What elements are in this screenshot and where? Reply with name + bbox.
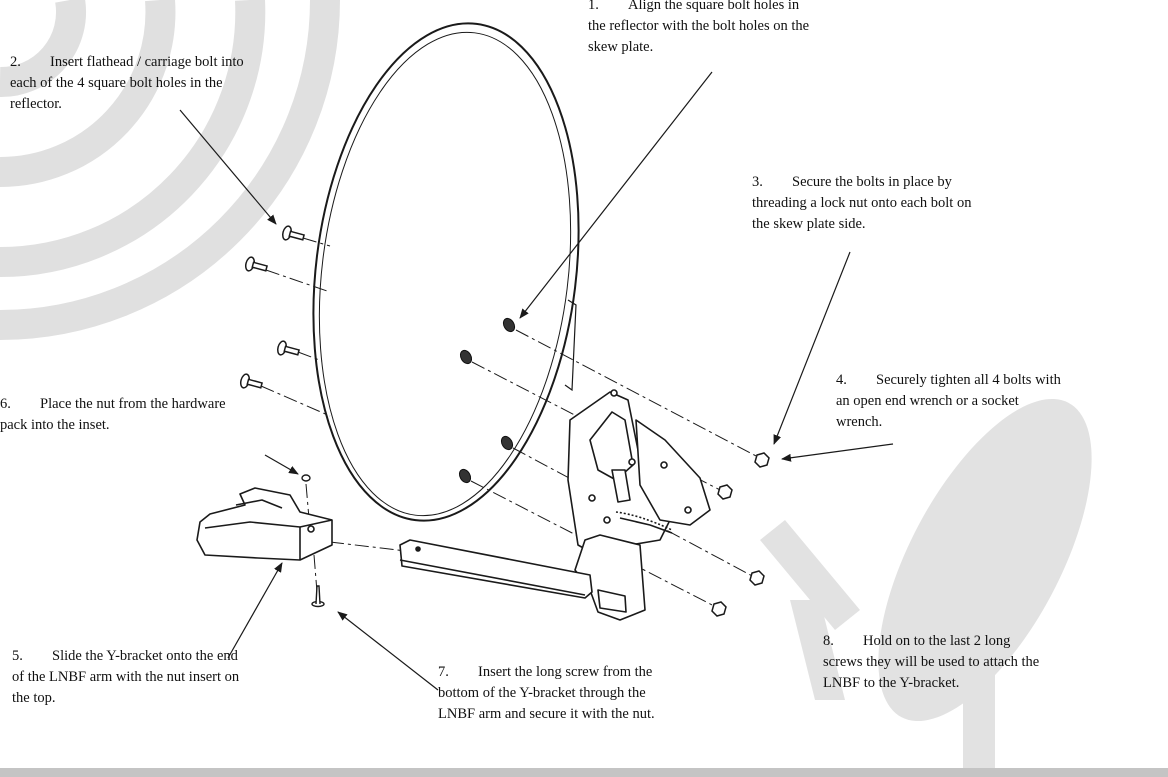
step-text: Secure the bolts in place by threading a… <box>752 174 972 232</box>
step-text: Insert flathead / carriage bolt into eac… <box>10 54 244 112</box>
step-2: 2.Insert flathead / carriage bolt into e… <box>10 52 265 115</box>
step-number: 7. <box>438 664 449 680</box>
step-text: Slide the Y-bracket onto the end of the … <box>12 648 240 706</box>
skew-plate-assembly <box>399 389 711 621</box>
step-6: 6.Place the nut from the hardware pack i… <box>0 394 228 436</box>
arrow-step-3 <box>773 251 851 445</box>
step-1: 1.Align the square bolt holes in the ref… <box>588 0 813 58</box>
y-bracket <box>196 487 333 561</box>
reflector-bolt-holes <box>458 317 516 484</box>
step-7: 7.Insert the long screw from the bottom … <box>438 662 668 725</box>
step-text: Align the square bolt holes in the refle… <box>588 0 810 55</box>
step-number: 6. <box>0 396 11 412</box>
lock-nuts <box>711 452 770 617</box>
reflector-dish <box>312 22 580 522</box>
step-text: Securely tighten all 4 bolts with an ope… <box>836 372 1061 430</box>
step-text: Hold on to the last 2 long screws they w… <box>823 633 1040 691</box>
step-number: 3. <box>752 174 763 190</box>
arrow-step-2 <box>179 109 277 225</box>
satellite-dish-icon <box>760 398 1092 768</box>
step-3: 3.Secure the bolts in place by threading… <box>752 172 977 235</box>
signal-waves-icon <box>0 0 340 340</box>
bottom-bar <box>0 768 1168 777</box>
alignment-lines <box>260 237 761 609</box>
step-text: Insert the long screw from the bottom of… <box>438 664 655 722</box>
step-number: 5. <box>12 648 23 664</box>
arrow-step-4 <box>781 443 894 462</box>
step-number: 1. <box>588 0 599 13</box>
step-text: Place the nut from the hardware pack int… <box>0 396 226 433</box>
step-number: 4. <box>836 372 847 388</box>
leader-arrows <box>179 71 894 691</box>
arrow-step-7 <box>337 611 439 691</box>
step-5: 5.Slide the Y-bracket onto the end of th… <box>12 646 247 709</box>
step-4: 4.Securely tighten all 4 bolts with an o… <box>836 370 1068 433</box>
arrow-step-6 <box>264 454 299 475</box>
arrow-step-5 <box>227 562 283 659</box>
step-8: 8.Hold on to the last 2 long screws they… <box>823 631 1053 694</box>
step-number: 8. <box>823 633 834 649</box>
arrow-step-1 <box>519 71 713 319</box>
insert-nut <box>301 474 311 482</box>
long-screw <box>311 585 325 608</box>
carriage-bolts <box>239 225 305 389</box>
step-number: 2. <box>10 54 21 70</box>
